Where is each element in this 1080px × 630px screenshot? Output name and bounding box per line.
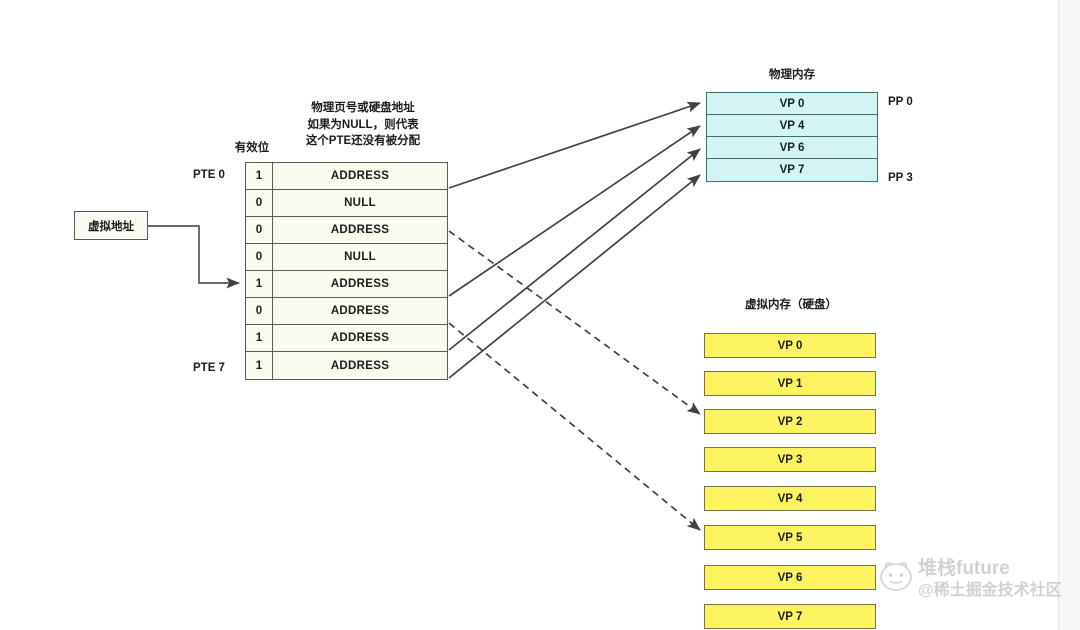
caption-line-3: 这个PTE还没有被分配 [305, 135, 421, 147]
physical-frame-label-top: PP 0 [888, 96, 913, 108]
table-row: 1 ADDRESS [246, 325, 447, 352]
pte-address: ADDRESS [330, 332, 390, 344]
valid-bit-label: 有效位 [234, 142, 270, 154]
pte-valid-bit: 1 [246, 325, 273, 351]
pte-valid-bit: 0 [246, 217, 273, 243]
pte-valid-bit: 1 [246, 163, 273, 189]
physical-frame-label-bottom: PP 3 [888, 172, 913, 184]
physical-memory-title: 物理内存 [769, 69, 815, 81]
disk-page-row: VP 5 [704, 525, 876, 550]
pte-address: ADDRESS [330, 359, 390, 372]
disk-page-row: VP 4 [704, 486, 876, 511]
pte-valid-bit: 0 [246, 244, 273, 270]
wire-pte6-to-pp2 [448, 148, 701, 351]
pte-valid-bit: 0 [246, 298, 273, 324]
wire-pte5-to-disk-vp5 [448, 322, 701, 531]
disk-page-row: VP 1 [704, 371, 876, 396]
pte-valid-bit: 1 [246, 271, 273, 297]
wire-virtual-address-to-pte4 [148, 225, 241, 289]
virtual-address-box: 虚拟地址 [74, 211, 148, 240]
virtual-memory-title: 虚拟内存（硬盘） [745, 299, 837, 311]
wire-pte4-to-pp1 [448, 125, 701, 297]
disk-page-row: VP 0 [704, 333, 876, 358]
pte-first-label: PTE 0 [193, 169, 225, 181]
page-table: 1 ADDRESS 0 NULL 0 ADDRESS 0 NULL 1 ADDR… [245, 162, 448, 380]
table-row: 0 NULL [246, 190, 447, 217]
physical-page-row: VP 0 [707, 93, 877, 115]
right-margin-strip [1058, 0, 1080, 630]
physical-memory-block: VP 0 VP 4 VP 6 VP 7 [706, 92, 878, 182]
physical-page-row: VP 6 [707, 137, 877, 159]
watermark-line-1: 堆栈future [918, 558, 1010, 579]
wire-pte0-to-pp0 [448, 101, 701, 189]
pte-address: ADDRESS [330, 224, 390, 236]
disk-page-row: VP 2 [704, 409, 876, 434]
smiley-face-icon [880, 562, 912, 591]
physical-page-row: VP 4 [707, 115, 877, 137]
caption-line-1: 物理页号或硬盘地址 [311, 102, 415, 114]
disk-page-row: VP 6 [704, 565, 876, 590]
watermark: 堆栈future @稀土掘金技术社区 [878, 548, 1074, 610]
wire-pte2-to-disk-vp2 [448, 230, 701, 415]
pte-address: ADDRESS [330, 170, 390, 182]
pte-last-label: PTE 7 [193, 362, 225, 374]
page-table-caption: 物理页号或硬盘地址 如果为NULL，则代表 这个PTE还没有被分配 [268, 100, 458, 150]
table-row: 0 ADDRESS [246, 217, 447, 244]
table-row: 1 ADDRESS [246, 352, 447, 379]
table-row: 0 NULL [246, 244, 447, 271]
pte-address: NULL [344, 251, 376, 263]
pte-address: NULL [344, 197, 376, 209]
table-row: 1 ADDRESS [246, 163, 447, 190]
virtual-address-label: 虚拟地址 [88, 220, 134, 233]
caption-line-2: 如果为NULL，则代表 [307, 118, 419, 131]
watermark-line-2: @稀土掘金技术社区 [918, 582, 1062, 599]
table-row: 0 ADDRESS [246, 298, 447, 325]
table-row: 1 ADDRESS [246, 271, 447, 298]
pte-address: ADDRESS [330, 305, 390, 317]
pte-address: ADDRESS [330, 278, 390, 290]
wire-pte7-to-pp3 [448, 174, 701, 379]
pte-valid-bit: 1 [246, 352, 273, 379]
disk-page-row: VP 7 [704, 604, 876, 629]
physical-page-row: VP 7 [779, 164, 805, 176]
disk-page-row: VP 3 [704, 447, 876, 472]
pte-valid-bit: 0 [246, 190, 273, 216]
